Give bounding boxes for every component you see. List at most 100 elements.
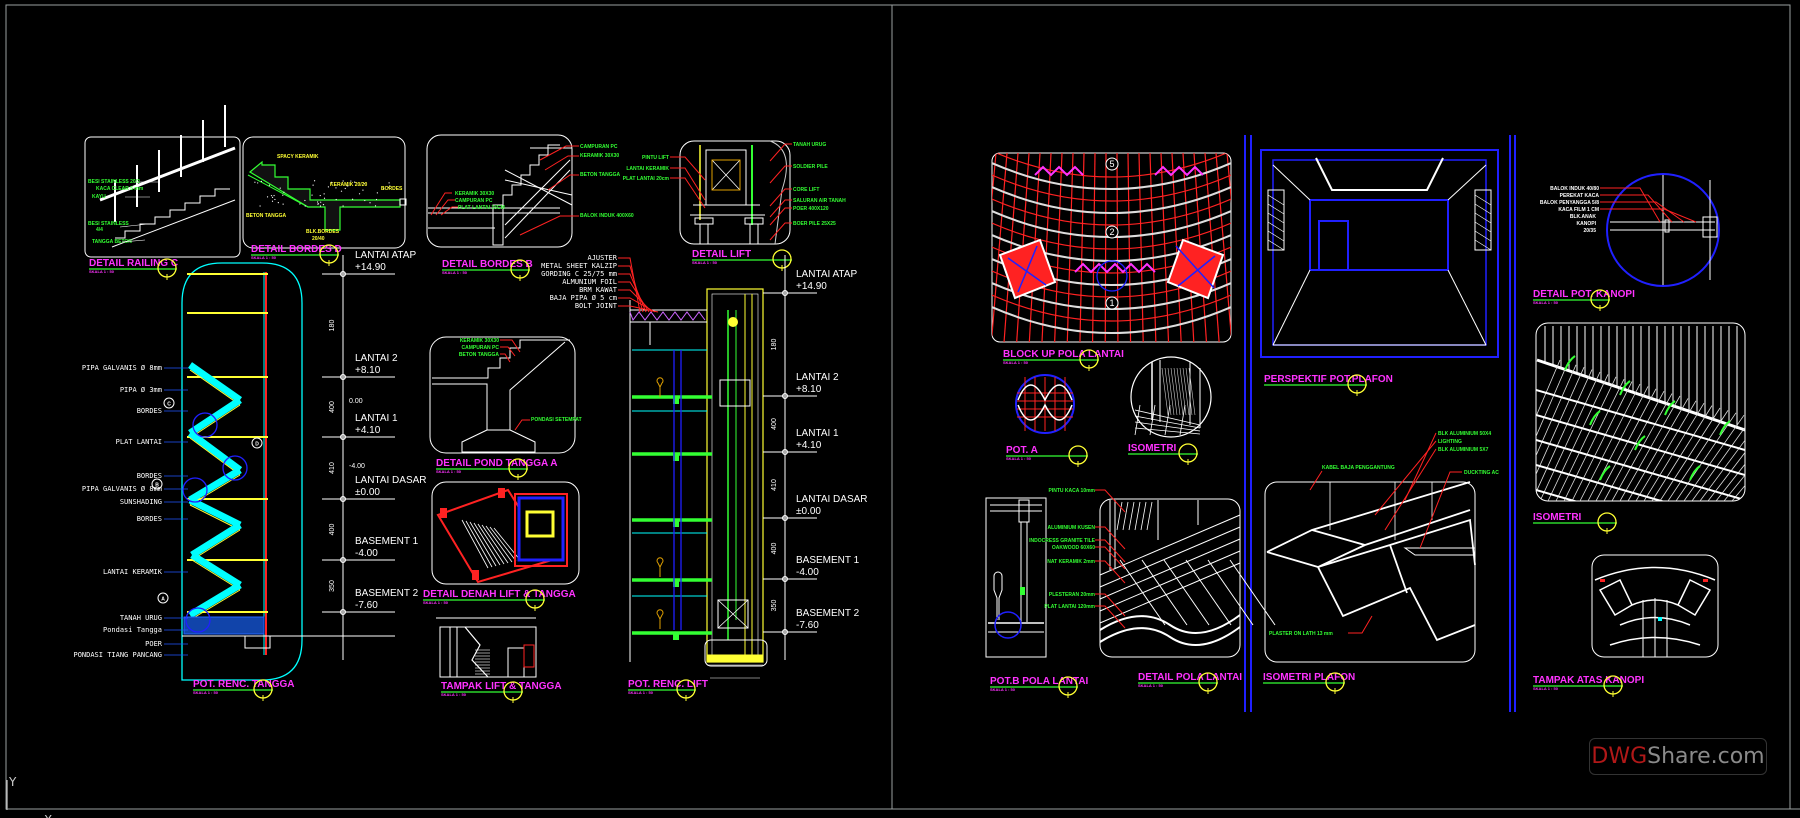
drawing-title-text: PERSPEKTIF POT.PLAFON [1264, 374, 1393, 385]
level-name: LANTAI 1 [355, 413, 398, 424]
annotation-text: BETON TANGGA [580, 172, 620, 178]
stair-note: POER [145, 640, 163, 648]
annotation-text: BALOK INDUK 400X60 [580, 213, 634, 219]
concrete-speck [314, 180, 315, 181]
lift-pit [707, 655, 763, 662]
railing-note: KAYU [92, 194, 106, 200]
drawing-scale-text: SKALA 1 : 50 [1006, 456, 1032, 461]
lift-note: SOLDIER PILE [793, 164, 828, 170]
drawing-title-text: DETAIL POND TANGGA A [436, 458, 557, 469]
lift-note: BOER PILE 25X25 [793, 221, 836, 227]
bordes-d-note: BETON TANGGA [246, 213, 286, 219]
level-elevation: +14.90 [355, 262, 386, 273]
lift-note: PINTU LIFT [642, 155, 669, 161]
grid-bubble-label: B [155, 483, 159, 489]
zone-number: 2 [1109, 227, 1114, 237]
annotation-text: KABEL BAJA PENGGANTUNG [1322, 465, 1395, 471]
stair-note: PLAT LANTAI [116, 438, 162, 446]
roof-note: BOLT JOINT [575, 302, 618, 310]
stair-note: LANTAI KERAMIK [103, 568, 163, 576]
drawing-title-text: TAMPAK ATAS KANOPI [1533, 675, 1644, 686]
dimension-value: 400 [771, 418, 778, 430]
level-dot [341, 375, 346, 380]
level-dot [341, 435, 346, 440]
drawing-scale-text: SKALA 1 : 50 [1138, 683, 1164, 688]
floor-note: PLESTERAN 20mm [1049, 592, 1096, 598]
concrete-speck [323, 204, 324, 205]
kanopi-note: BLK.ANAK [1570, 214, 1596, 220]
concrete-speck [336, 199, 337, 200]
roof-note: GORDING C 25/75 mm [541, 270, 617, 278]
railing-note: BESI STAINLESS 20/2 [88, 179, 140, 185]
bordes-d-note: BLK.BORDES [306, 229, 340, 235]
annotation-text: LIGHTING [1438, 439, 1462, 445]
concrete-speck [311, 194, 312, 195]
floor-note: ALUMINIUM KUSEN [1048, 525, 1096, 531]
bordes-d-note: BORDES [381, 186, 403, 192]
roof-note: METAL SHEET KALZIP [541, 262, 617, 270]
level-elevation: +14.90 [796, 281, 827, 292]
concrete-speck [261, 181, 262, 182]
concrete-speck [317, 201, 318, 202]
drawing-scale-text: SKALA 1 : 50 [423, 600, 449, 605]
concrete-speck [328, 186, 329, 187]
drawing-scale-text: SKALA 1 : 50 [628, 690, 654, 695]
drawing-title-text: POT.B POLA LANTAI [990, 676, 1089, 687]
grid-line [1105, 153, 1106, 342]
drawing-scale-text: SKALA 1 : 50 [251, 255, 277, 260]
concrete-speck [369, 202, 370, 203]
annotation-text: CAMPURAN PC [455, 198, 493, 204]
level-dot [783, 630, 788, 635]
concrete-speck [364, 200, 365, 201]
floor-note: INDOCRESS GRANITE TILE [1029, 538, 1096, 544]
drawing-scale-text: SKALA 1 : 50 [193, 690, 219, 695]
concrete-speck [273, 195, 274, 196]
lift-note: POER 400X120 [793, 206, 829, 212]
concrete-speck [312, 185, 313, 186]
drawing-scale-text: SKALA 1 : 50 [89, 269, 115, 274]
concrete-speck [257, 182, 258, 183]
concrete-speck [282, 195, 283, 196]
drawing-title-text: POT. RENC. LIFT [628, 679, 708, 690]
drawing-title-text: ISOMETRI PLAFON [1263, 672, 1355, 683]
level-dot [341, 558, 346, 563]
concrete-speck [375, 205, 376, 206]
annotation-text: KERAMIK 30X30 [455, 191, 494, 197]
concrete-speck [320, 205, 321, 206]
lift-note: SALURAN AIR TANAH [793, 198, 846, 204]
lift-motor [728, 317, 738, 327]
level-dot [783, 516, 788, 521]
dimension-value: 410 [771, 479, 778, 491]
concrete-speck [274, 199, 275, 200]
floor-note: NAT KERAMIK 2mm [1047, 559, 1095, 565]
level-name: BASEMENT 2 [355, 588, 419, 599]
level-dot [783, 394, 788, 399]
annotation-text: BLK ALUMINIUM 50X4 [1438, 431, 1491, 437]
concrete-speck [341, 191, 342, 192]
concrete-speck [320, 202, 321, 203]
zone-number: 1 [1109, 298, 1114, 308]
annotation-text: BLK ALUMINIUM 5X7 [1438, 447, 1489, 453]
annotation-text: PLASTER ON LATH 13 mm [1269, 631, 1333, 637]
level-elevation: -4.00 [796, 567, 819, 578]
level-dot [783, 291, 788, 296]
stair-note: Pondasi Tangga [103, 626, 162, 634]
level-name: LANTAI ATAP [796, 269, 857, 280]
stair-note: TANAH URUG [120, 614, 162, 622]
concrete-speck [271, 195, 272, 196]
watermark-brand-red: DWG [1591, 744, 1647, 769]
lift-note: TANAH URUG [793, 142, 826, 148]
concrete-speck [278, 202, 279, 203]
level-elevation: ±0.00 [355, 487, 380, 498]
annotation-text: CAMPURAN PC [462, 345, 500, 351]
sub-elevation: -4.00 [349, 463, 365, 470]
drawing-scale-text: SKALA 1 : 50 [442, 270, 468, 275]
concrete-speck [377, 192, 378, 193]
concrete-speck [359, 193, 360, 194]
floor-note: PLAT LANTAI 120mm [1044, 604, 1095, 610]
concrete-speck [272, 201, 273, 202]
bordes-d-note: SPACY KERAMIK [277, 154, 319, 160]
level-dot [341, 497, 346, 502]
beam [673, 633, 679, 640]
